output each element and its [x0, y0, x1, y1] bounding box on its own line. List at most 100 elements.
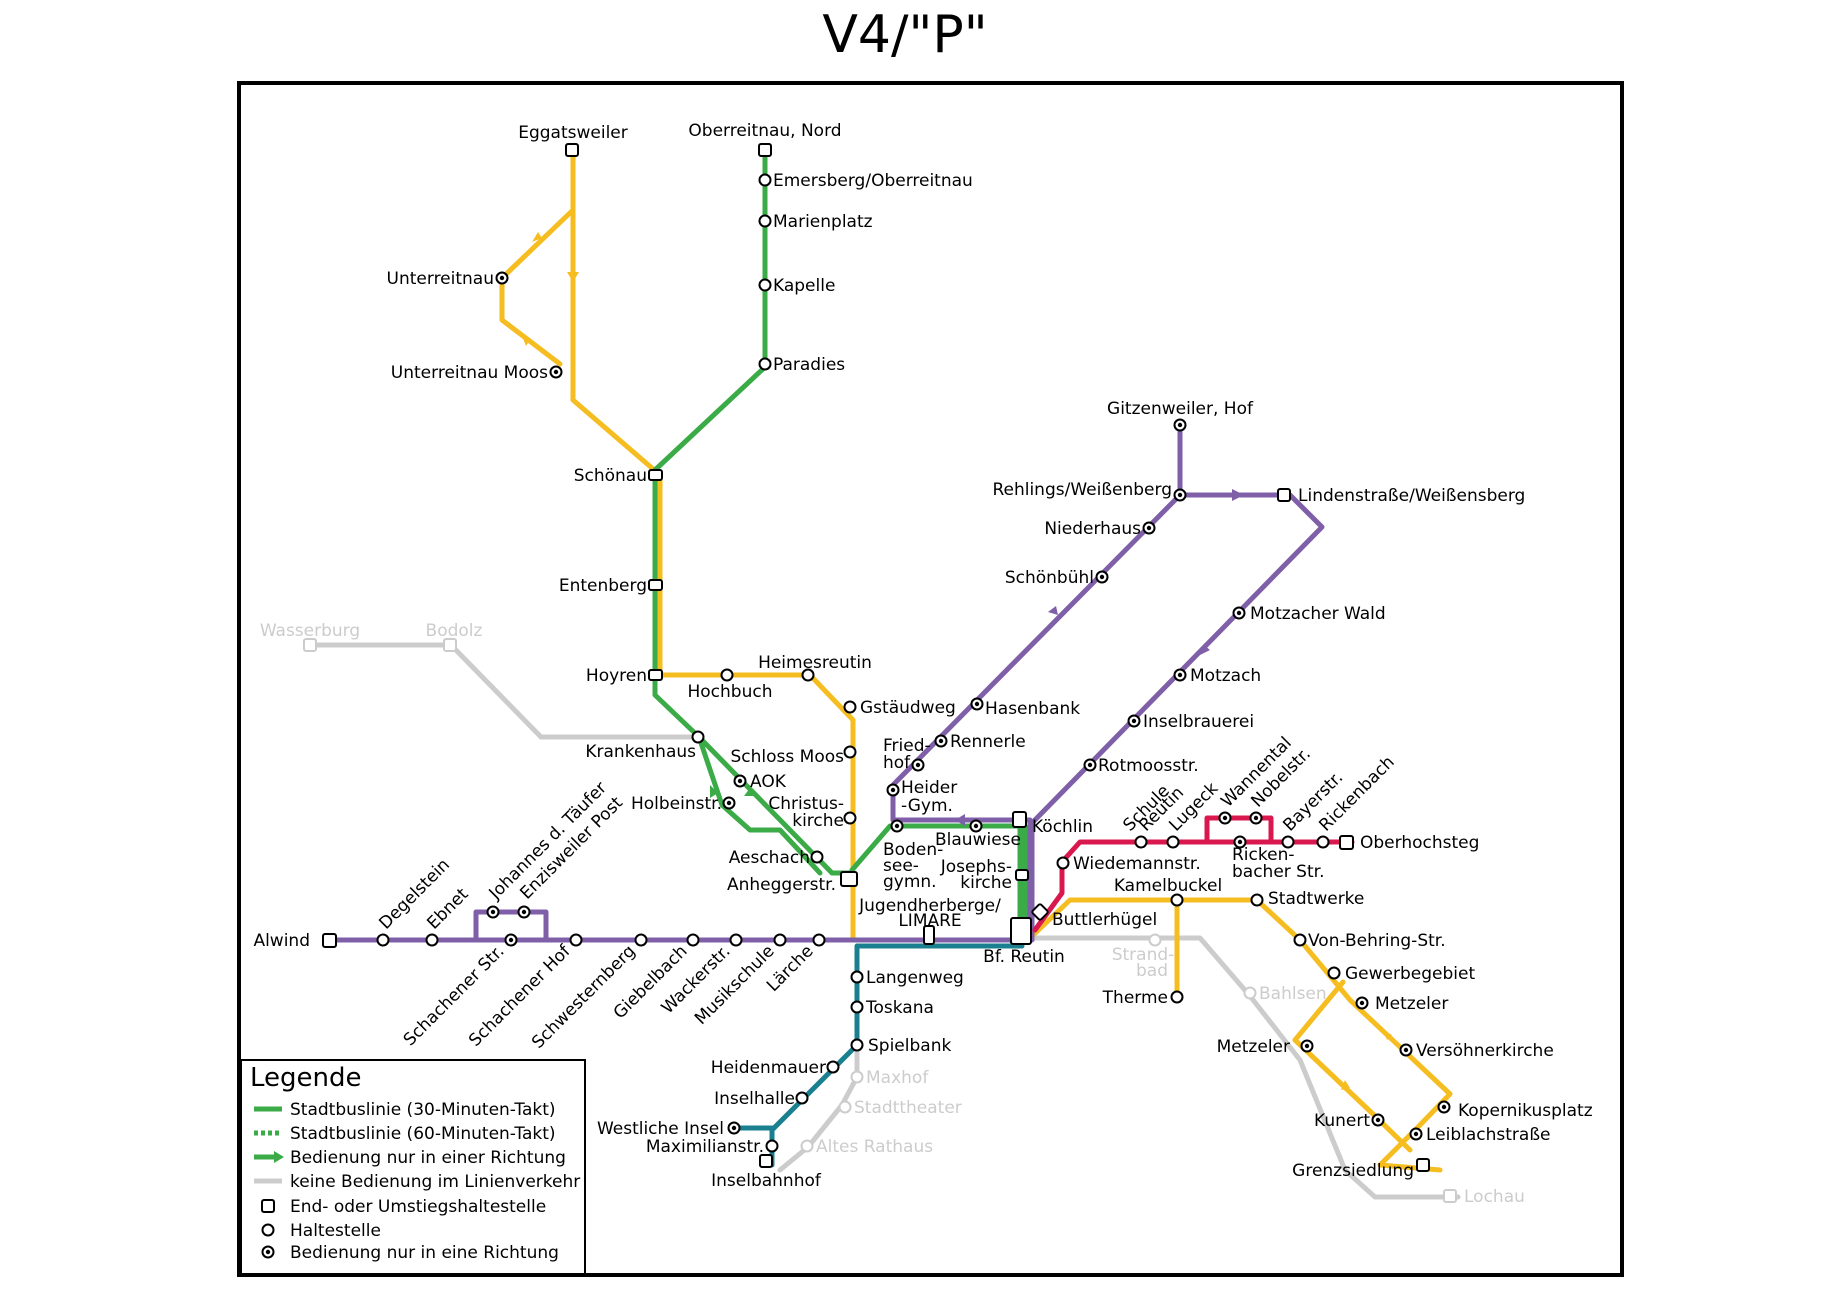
legend-arrow-icon [274, 1151, 284, 1163]
legend-item-stop: Haltestelle [290, 1221, 381, 1241]
station-hochbuch[interactable] [720, 668, 734, 682]
station-bf-reutin[interactable] [1010, 917, 1032, 945]
map-title: V4/"P" [822, 5, 987, 65]
station-heidenmauer[interactable] [826, 1060, 840, 1074]
label-heider-gym-1: Heider [901, 778, 957, 798]
station-rickenbach[interactable] [1316, 835, 1330, 849]
station-maximilianstr[interactable] [765, 1139, 779, 1153]
station-bayerstr[interactable] [1281, 835, 1295, 849]
station-wasserburg[interactable] [303, 638, 317, 652]
station-schwesternberg[interactable] [634, 933, 648, 947]
label-inselbahnhof: Inselbahnhof [711, 1171, 822, 1191]
station-spielbank[interactable] [850, 1038, 864, 1052]
station-ebnet[interactable] [425, 933, 439, 947]
station-kapelle[interactable] [758, 278, 772, 292]
station-inselbahnhof[interactable] [759, 1154, 773, 1168]
station-kamelbuckel[interactable] [1170, 893, 1184, 907]
label-strandbad-1: Strand- [1112, 945, 1175, 965]
legend: Legende Stadtbuslinie (30-Minuten-Takt) … [240, 1059, 586, 1275]
dir-dot-motzacher-wald [1236, 610, 1242, 616]
legend-item-60min: Stadtbuslinie (60-Minuten-Takt) [290, 1124, 556, 1144]
dir-dot-schoenbuehl [1099, 574, 1105, 580]
station-alwind[interactable] [322, 933, 337, 948]
arrow-yellow-1 [567, 272, 579, 282]
station-inselhalle[interactable] [795, 1091, 809, 1105]
dir-dot-unterreitnau-moos [553, 369, 559, 375]
station-entenberg[interactable] [648, 579, 663, 591]
label-strandbad-2: bad [1136, 961, 1168, 981]
station-eggatsweiler[interactable] [565, 143, 579, 157]
station-bahlsen[interactable] [1243, 986, 1257, 1000]
station-therme[interactable] [1170, 990, 1184, 1004]
station-wiedemannstr[interactable] [1056, 856, 1070, 870]
station-paradies[interactable] [758, 357, 772, 371]
station-christuskirche[interactable] [843, 811, 857, 825]
station-lugeck[interactable] [1166, 835, 1180, 849]
station-lindenstrasse[interactable] [1277, 488, 1291, 502]
station-josephskirche[interactable] [1015, 869, 1029, 881]
label-anheggerstr: Anheggerstr. [727, 875, 836, 895]
station-gewerbegebiet[interactable] [1327, 966, 1341, 980]
yellow-eggatsweiler-branch [570, 147, 663, 478]
station-schule-reutin[interactable] [1134, 835, 1148, 849]
station-bodolz[interactable] [443, 638, 457, 652]
label-maxhof: Maxhof [866, 1068, 929, 1088]
station-gstaeudweg[interactable] [843, 700, 857, 714]
label-westliche-insel: Westliche Insel [597, 1119, 724, 1139]
station-strandbad[interactable] [1148, 933, 1162, 947]
station-koechlin[interactable] [1012, 811, 1027, 828]
station-anheggerstr[interactable] [840, 871, 858, 887]
label-oberreitnau-nord: Oberreitnau, Nord [688, 121, 841, 141]
label-unterreitnau-moos: Unterreitnau Moos [391, 363, 548, 383]
label-christuskirche-2: kirche [792, 811, 844, 831]
label-rehlings: Rehlings/Weißenberg [992, 480, 1172, 500]
purple-loop-enzisweiler [473, 909, 549, 943]
station-oberreitnau-nord[interactable] [758, 143, 772, 157]
station-degelstein[interactable] [376, 933, 390, 947]
legend-item-one-way: Bedienung nur in einer Richtung [290, 1148, 566, 1168]
station-heimesreutin[interactable] [801, 668, 815, 682]
station-giebelbach[interactable] [686, 933, 700, 947]
station-schoenau[interactable] [648, 469, 663, 481]
dir-dot-niederhaus [1146, 525, 1152, 531]
station-schloss-moos[interactable] [843, 745, 857, 759]
label-therme: Therme [1102, 988, 1168, 1008]
dir-dot-aok [737, 778, 743, 784]
station-oberhochsteg[interactable] [1339, 835, 1354, 850]
station-wackerstr[interactable] [729, 933, 743, 947]
direction-arrows [522, 232, 1392, 1090]
arrow-purple-4 [955, 814, 965, 826]
station-stadtwerke[interactable] [1250, 893, 1264, 907]
station-aeschach[interactable] [810, 850, 824, 864]
station-buttlerhuegel[interactable] [1031, 903, 1049, 921]
dir-dot-schachener-str [508, 937, 514, 943]
station-hoyren[interactable] [648, 669, 663, 681]
label-christuskirche-1: Christus- [768, 794, 844, 814]
station-musikschule[interactable] [773, 933, 787, 947]
label-aok: AOK [750, 772, 787, 792]
dir-dot-versoehnerkirche [1403, 1047, 1409, 1053]
label-grenzsiedlung: Grenzsiedlung [1292, 1161, 1414, 1181]
station-von-behring[interactable] [1293, 933, 1307, 947]
label-versoehnerkirche: Versöhnerkirche [1416, 1041, 1554, 1061]
station-grenzsiedlung[interactable] [1416, 1158, 1430, 1172]
dir-dot-motzach [1177, 672, 1183, 678]
station-jugendherberge[interactable] [923, 925, 935, 945]
dir-dot-nobelstr [1253, 815, 1259, 821]
label-spielbank: Spielbank [868, 1036, 951, 1056]
label-jugendherberge-2: LIMARE [898, 911, 961, 931]
station-langenweg[interactable] [850, 970, 864, 984]
station-marienplatz[interactable] [758, 214, 772, 228]
station-schachener-hof[interactable] [569, 933, 583, 947]
label-rennerle: Rennerle [950, 732, 1026, 752]
station-lochau[interactable] [1443, 1189, 1457, 1203]
station-laerche[interactable] [812, 933, 826, 947]
station-altes-rathaus[interactable] [800, 1139, 814, 1153]
station-toskana[interactable] [850, 1000, 864, 1014]
station-stadttheater[interactable] [838, 1100, 852, 1114]
station-emersberg[interactable] [758, 173, 772, 187]
legend-item-30min: Stadtbuslinie (30-Minuten-Takt) [290, 1100, 556, 1120]
station-maxhof[interactable] [850, 1070, 864, 1084]
station-krankenhaus[interactable] [691, 730, 705, 744]
label-friedhof-1: Fried- [883, 736, 931, 756]
